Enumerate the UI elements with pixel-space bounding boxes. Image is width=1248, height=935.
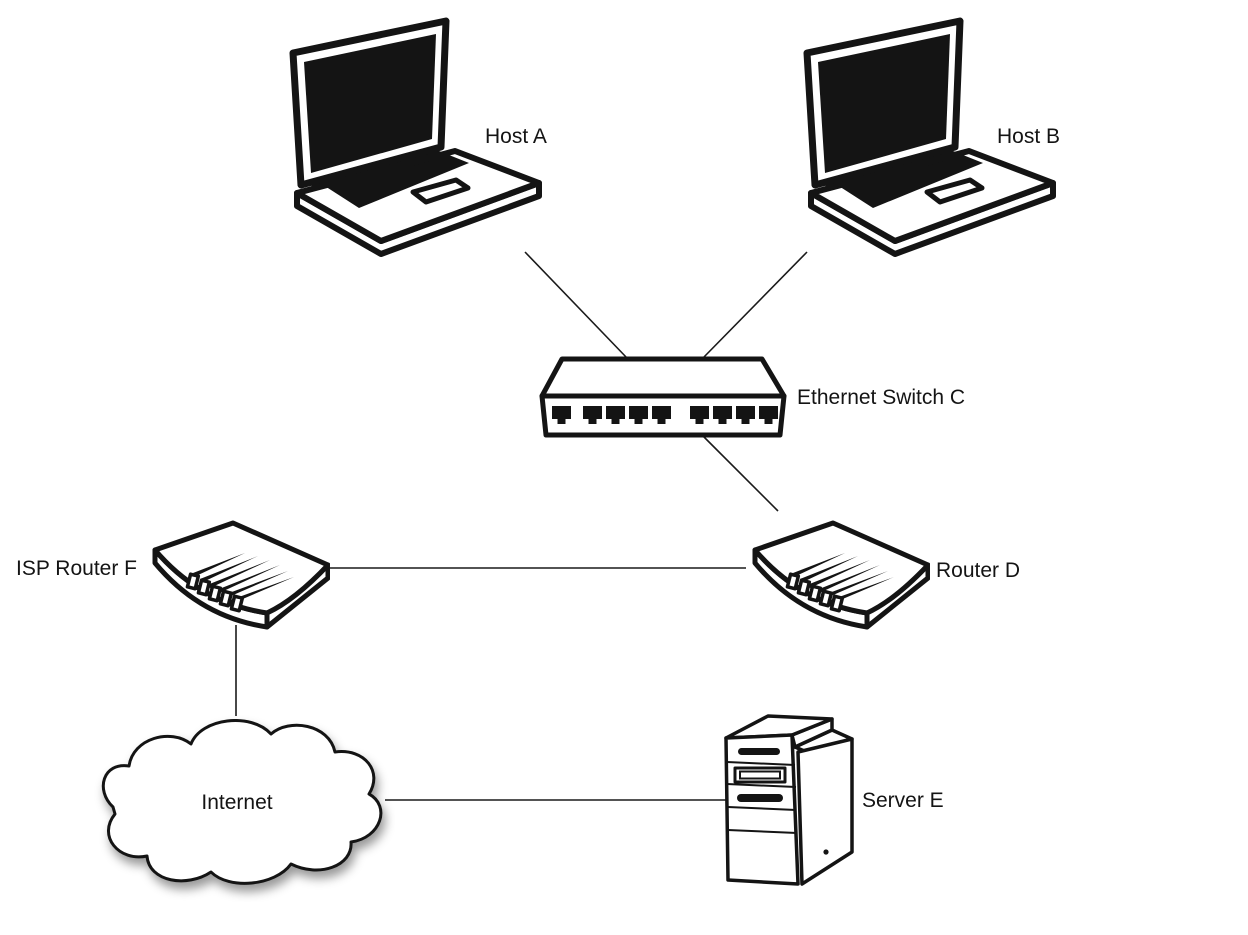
server-drive-slot: [738, 748, 780, 755]
laptop-icon-host-a: [289, 17, 542, 257]
edge-switch-c-router-d: [701, 434, 779, 512]
server-e-label: Server E: [862, 789, 944, 812]
server-drive-slot: [737, 794, 783, 802]
server-icon: [724, 714, 854, 886]
host-b-label: Host B: [997, 125, 1061, 148]
isp-router-f-label: ISP Router F: [16, 557, 137, 580]
server-power-dot: [823, 849, 829, 855]
edge-host-a-switch-c: [524, 251, 628, 359]
router-icon-isp-router-f: [152, 520, 330, 630]
laptop-icon-host-b: [803, 17, 1056, 257]
edge-host-b-switch-c: [702, 251, 808, 359]
host-a-label: Host A: [485, 125, 547, 148]
internet-label: Internet: [201, 791, 273, 814]
ethernet-switch-icon: [539, 356, 787, 438]
router-icon-router-d: [752, 520, 930, 630]
ethernet-switch-c-label: Ethernet Switch C: [797, 386, 966, 409]
cloud-icon: [101, 719, 383, 885]
router-vents: [193, 553, 294, 604]
router-vents: [793, 553, 894, 604]
router-ports: [785, 572, 845, 613]
router-ports: [185, 572, 245, 613]
switch-ports: [552, 406, 778, 424]
server-bay: [733, 766, 787, 784]
router-d-label: Router D: [936, 559, 1021, 582]
